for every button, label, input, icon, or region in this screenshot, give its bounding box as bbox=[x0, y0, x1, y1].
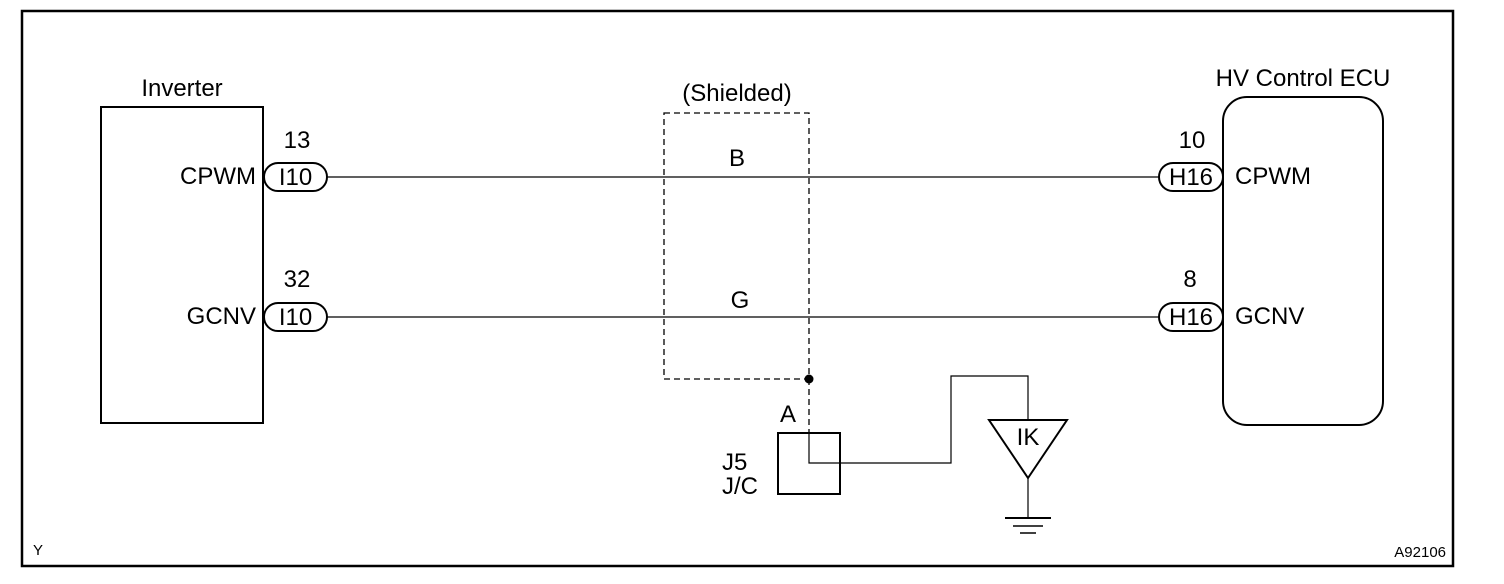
junction-type: J/C bbox=[722, 473, 758, 500]
connector-i10-bottom: I10 bbox=[263, 302, 328, 332]
junction-name: J5 bbox=[722, 449, 747, 476]
inverter-pin-no-13: 13 bbox=[284, 127, 311, 154]
ecu-box bbox=[1222, 96, 1384, 426]
inverter-pin-no-32: 32 bbox=[284, 266, 311, 293]
connector-h16-bottom-label: H16 bbox=[1169, 304, 1213, 331]
diagram-frame bbox=[20, 9, 1455, 568]
wire-cpwm-color: B bbox=[729, 145, 745, 172]
inverter-pin-cpwm: CPWM bbox=[180, 163, 256, 190]
corner-label-left: Y bbox=[33, 542, 43, 559]
ecu-pin-no-10: 10 bbox=[1179, 127, 1206, 154]
ecu-pin-cpwm: CPWM bbox=[1235, 163, 1311, 190]
ecu-title: HV Control ECU bbox=[1216, 65, 1391, 92]
shield-outline bbox=[663, 112, 810, 380]
connector-h16-top-label: H16 bbox=[1169, 164, 1213, 191]
shield-label: (Shielded) bbox=[682, 80, 791, 107]
ecu-pin-no-8: 8 bbox=[1183, 266, 1196, 293]
figure-id: A92106 bbox=[1394, 544, 1446, 561]
wire-gcnv-color: G bbox=[731, 287, 750, 314]
ground-symbol-icon bbox=[1005, 517, 1051, 534]
inverter-title: Inverter bbox=[141, 75, 222, 102]
connector-i10-top-label: I10 bbox=[279, 164, 312, 191]
inverter-pin-gcnv: GCNV bbox=[187, 303, 256, 330]
ground-point-label: IK bbox=[1017, 424, 1040, 451]
junction-terminal-label: A bbox=[780, 401, 796, 428]
inverter-box bbox=[100, 106, 264, 424]
junction-internal-wire bbox=[808, 375, 1029, 464]
ecu-pin-gcnv: GCNV bbox=[1235, 303, 1304, 330]
connector-h16-bottom: H16 bbox=[1158, 302, 1224, 332]
connector-i10-top: I10 bbox=[263, 162, 328, 192]
ground-point-triangle bbox=[987, 419, 1069, 480]
connector-h16-top: H16 bbox=[1158, 162, 1224, 192]
connector-i10-bottom-label: I10 bbox=[279, 304, 312, 331]
